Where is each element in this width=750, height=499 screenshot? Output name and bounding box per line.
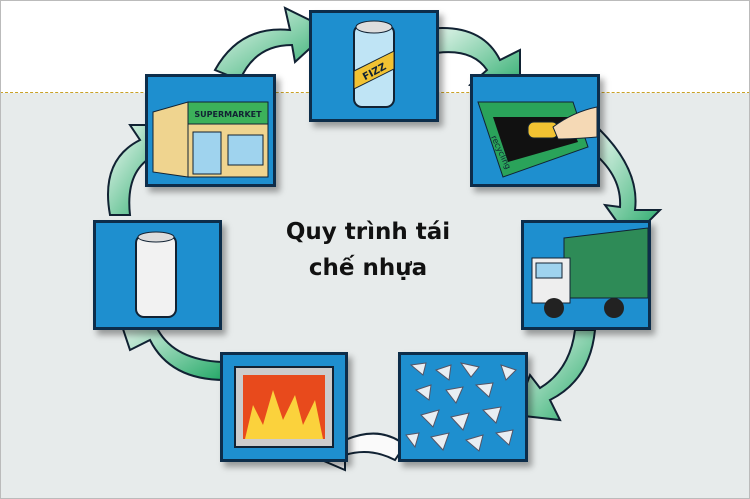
svg-text:SUPERMARKET: SUPERMARKET — [194, 110, 262, 119]
shredded-flakes-icon — [405, 362, 517, 452]
step-recycling-bin: recycling — [470, 74, 600, 187]
title-line-2: chế nhựa — [308, 255, 428, 281]
step-drink-can: FIZZ — [309, 10, 439, 122]
diagram-title: Quy trình tái chế nhựa — [268, 214, 468, 286]
furnace-fire-icon — [234, 366, 334, 448]
soda-can-icon: FIZZ — [353, 20, 395, 108]
step-collection-truck — [521, 220, 651, 330]
step-shredding — [398, 352, 528, 462]
empty-can-icon — [135, 231, 177, 318]
title-line-1: Quy trình tái — [285, 219, 451, 245]
truck-icon — [531, 227, 648, 318]
recycling-bin-icon: recycling — [477, 101, 597, 178]
step-supermarket: SUPERMARKET — [145, 74, 276, 187]
store-icon: SUPERMARKET — [152, 101, 269, 178]
step-melting — [220, 352, 348, 462]
step-empty-can — [93, 220, 222, 330]
